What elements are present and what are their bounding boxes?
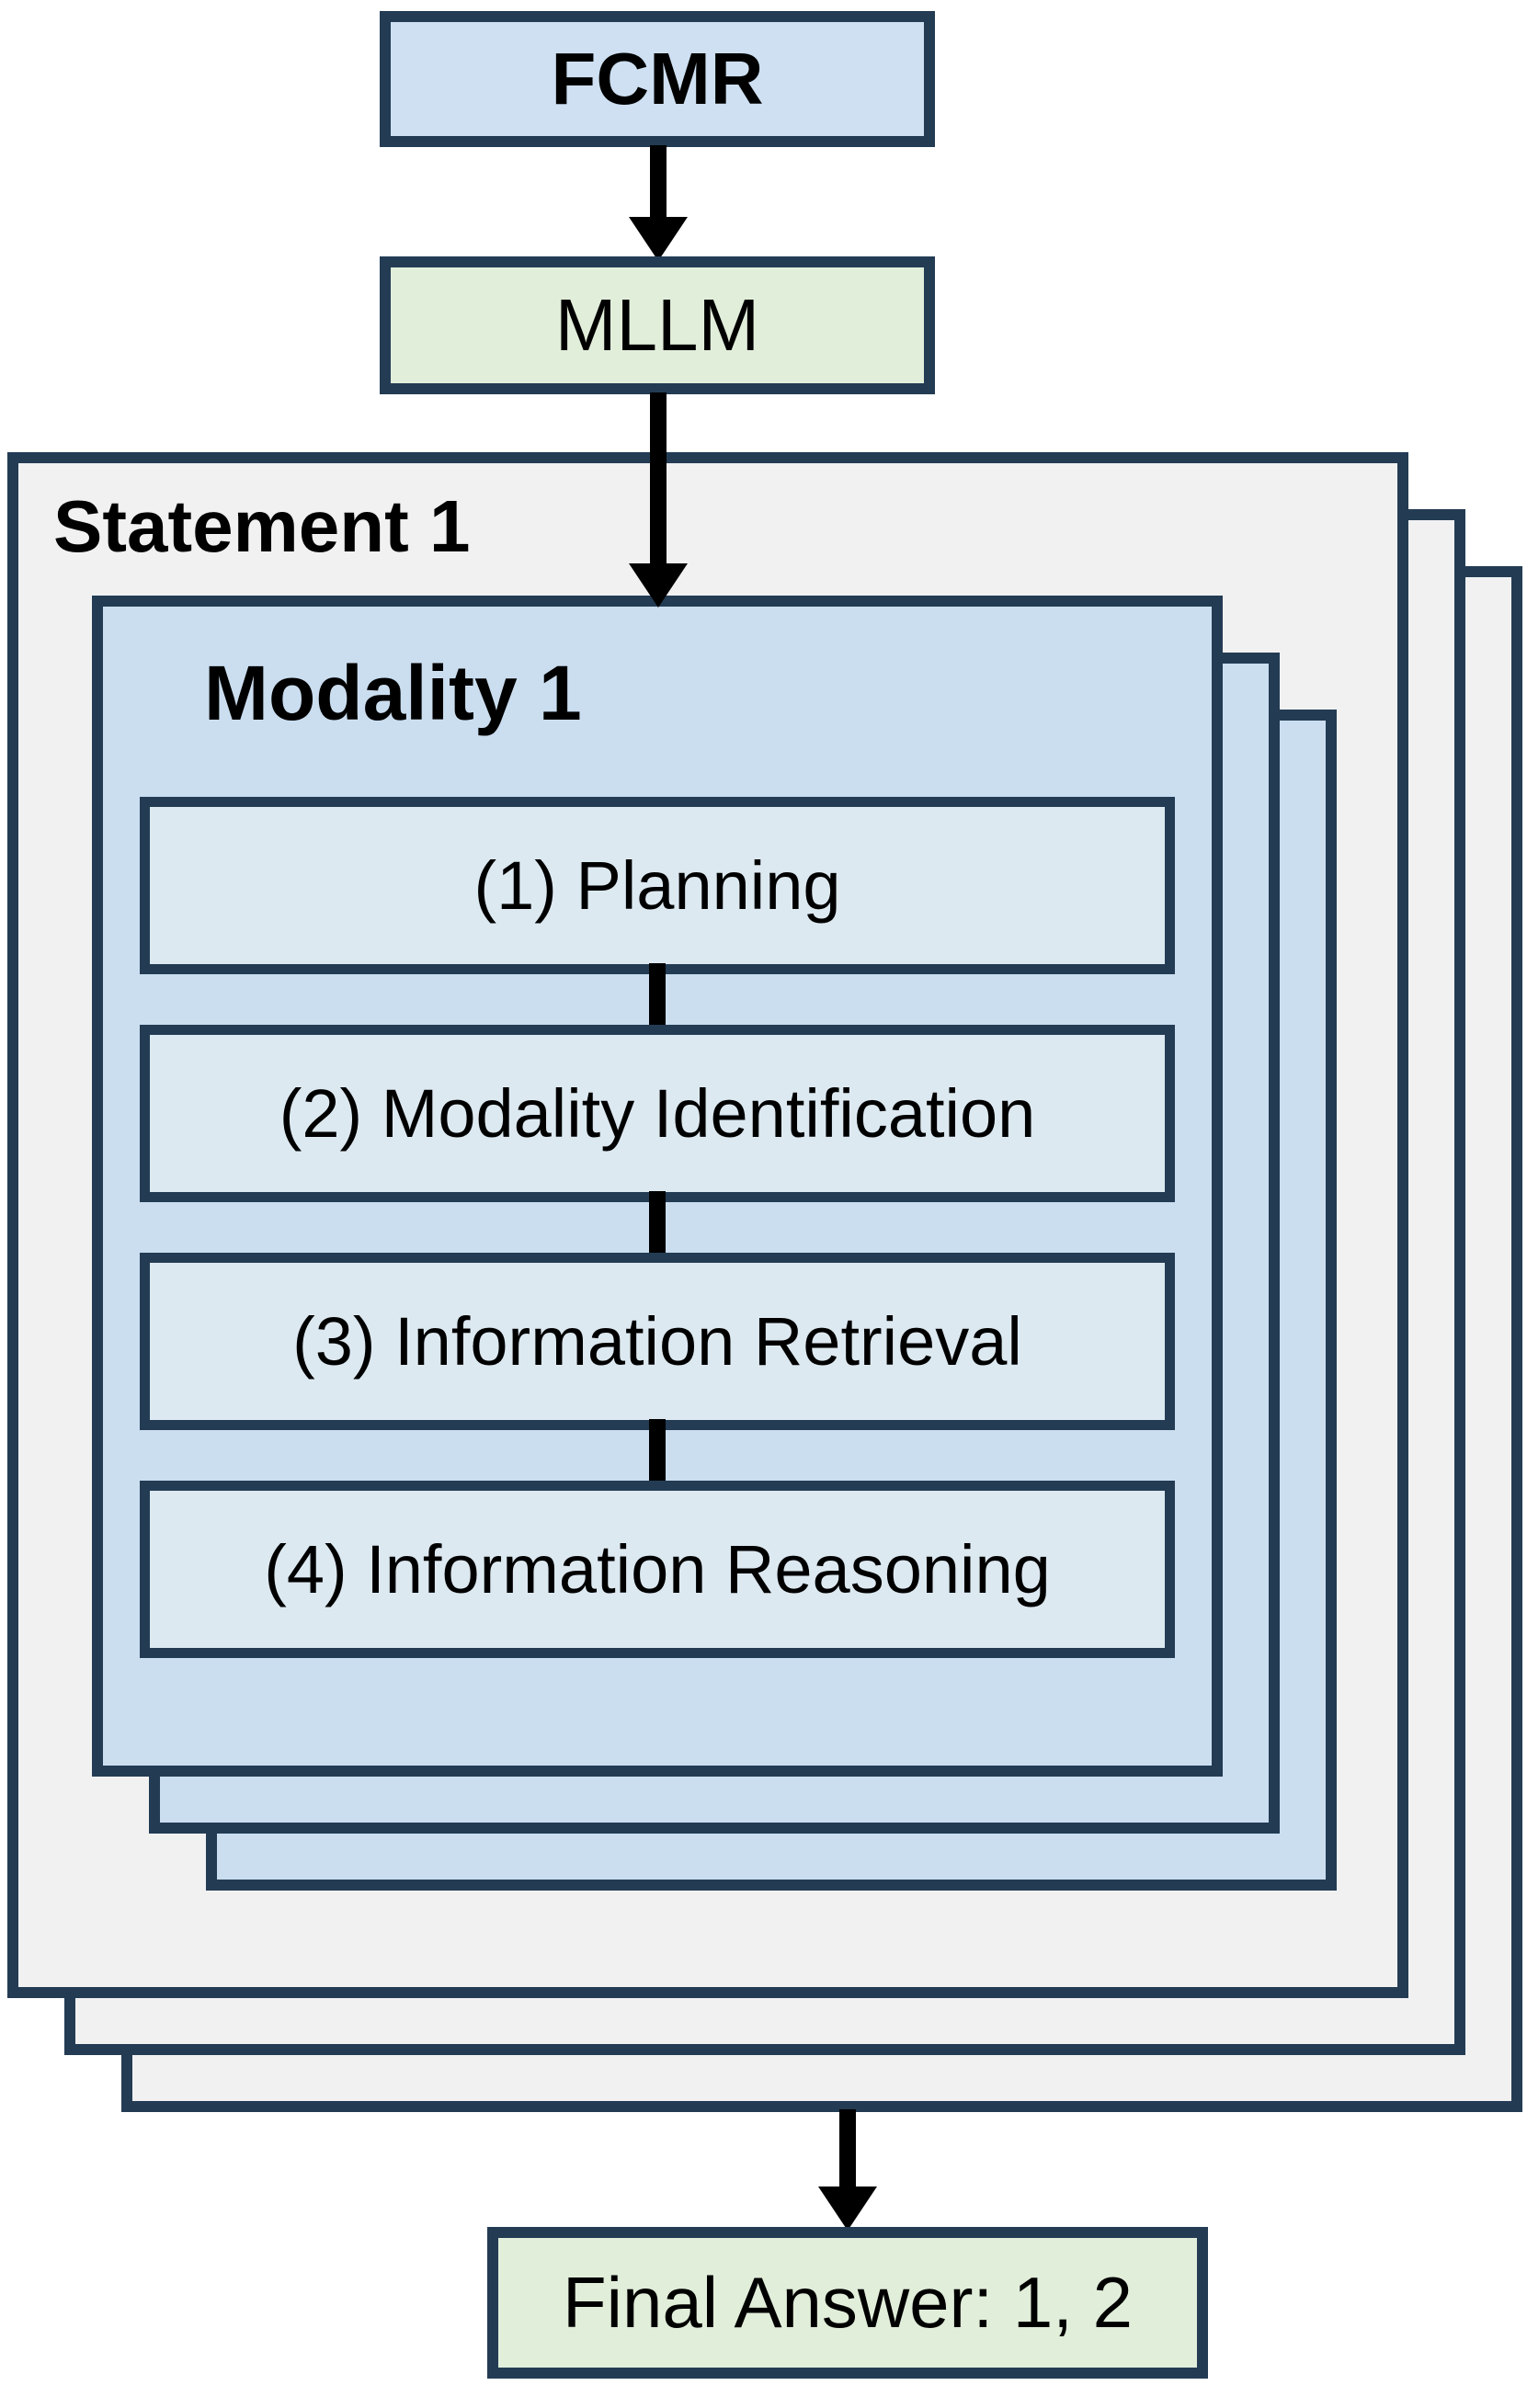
- final-answer-box: Final Answer: 1, 2: [487, 2227, 1208, 2379]
- mllm-box: MLLM: [380, 256, 935, 394]
- arrow-fcmr-to-mllm-head: [629, 217, 688, 261]
- mllm-label: MLLM: [554, 284, 760, 366]
- step-box-planning: (1) Planning: [140, 797, 1175, 974]
- statement-label: Statement 1: [53, 485, 471, 567]
- step-box-information-retrieval: (3) Information Retrieval: [140, 1253, 1175, 1430]
- step-box-modality-identification: (2) Modality Identification: [140, 1025, 1175, 1202]
- fcmr-label: FCMR: [551, 38, 764, 119]
- final-answer-label: Final Answer: 1, 2: [563, 2262, 1133, 2343]
- arrow-mllm-to-modality-shaft: [650, 392, 667, 565]
- step-connector-3: [649, 1419, 666, 1489]
- arrow-statement-to-final-shaft: [839, 2109, 856, 2188]
- step-box-information-reasoning: (4) Information Reasoning: [140, 1481, 1175, 1658]
- fcmr-box: FCMR: [380, 11, 935, 147]
- step-label: (2) Modality Identification: [279, 1075, 1036, 1152]
- arrow-fcmr-to-mllm-shaft: [650, 145, 667, 219]
- step-label: (4) Information Reasoning: [264, 1531, 1051, 1607]
- arrow-statement-to-final-head: [818, 2187, 877, 2231]
- arrow-mllm-to-modality-head: [629, 563, 688, 608]
- step-label: (3) Information Retrieval: [292, 1303, 1022, 1380]
- step-label: (1) Planning: [473, 847, 841, 924]
- modality-label: Modality 1: [204, 650, 582, 736]
- step-connector-1: [649, 963, 666, 1033]
- step-connector-2: [649, 1191, 666, 1261]
